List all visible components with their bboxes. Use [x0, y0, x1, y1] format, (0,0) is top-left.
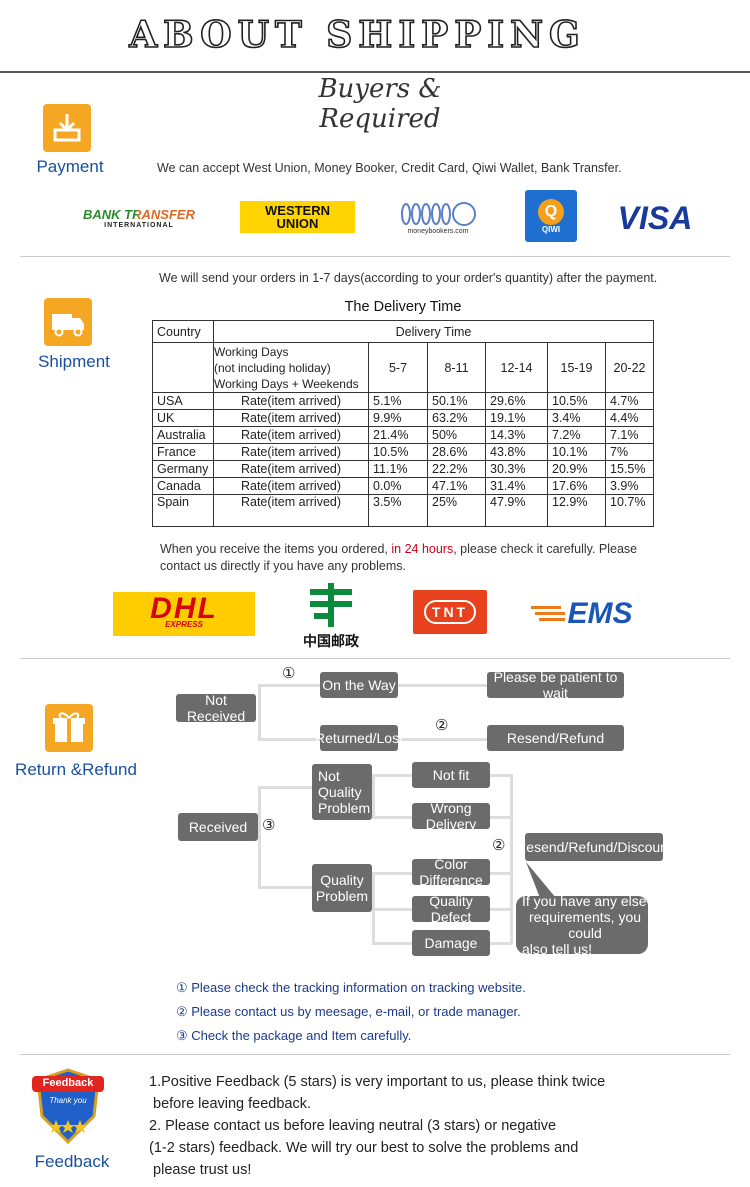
china-post-logo: 中国邮政 — [290, 580, 372, 654]
flow-line — [490, 942, 512, 945]
flow-line — [372, 908, 412, 911]
payment-label: Payment — [36, 157, 104, 176]
flow-line — [372, 942, 412, 945]
be-patient-box: Please be patient to wait — [487, 669, 624, 701]
not-fit-box: Not fit — [412, 762, 490, 788]
flow-line — [372, 774, 375, 818]
flow-line — [258, 886, 312, 889]
badge-sub-text: Thank you — [49, 1096, 87, 1105]
moneybookers-logo: moneybookers.com — [394, 195, 482, 239]
shipment-intro: We will send your orders in 1-7 days(acc… — [159, 271, 658, 285]
flow-line — [490, 816, 512, 819]
qiwi-logo: Q QIWI — [525, 190, 577, 242]
flow-line — [258, 684, 320, 687]
flow-line — [490, 908, 512, 911]
flow-line — [258, 786, 312, 789]
receive-note: When you receive the items you ordered, … — [160, 542, 638, 573]
section-divider — [20, 1054, 730, 1055]
step-number: ② — [492, 837, 506, 854]
download-icon — [43, 104, 91, 152]
returned-lost-box: Returned/Lost — [315, 725, 403, 751]
flow-line — [490, 872, 512, 875]
visa-logo: VISA — [617, 199, 693, 236]
resend-refund-discount-box: Resend/Refund/Discount — [516, 833, 672, 861]
section-divider — [20, 256, 730, 257]
delivery-table-title: The Delivery Time — [344, 299, 462, 315]
section-divider — [20, 658, 730, 659]
on-the-way-box: On the Way — [320, 672, 398, 698]
tnt-logo: TNT — [413, 590, 487, 634]
not-received-box: Not Received — [176, 692, 256, 724]
flow-line — [258, 738, 320, 741]
step-number: ① — [282, 665, 296, 682]
flow-line — [372, 774, 412, 777]
damage-box: Damage — [412, 930, 490, 956]
resend-refund-box: Resend/Refund — [487, 725, 624, 751]
flow-line — [258, 786, 261, 888]
return-note: ③ Check the package and Item carefully. — [176, 1028, 412, 1043]
wrong-delivery-box: Wrong Delivery — [412, 800, 490, 832]
payment-text: We can accept West Union, Money Booker, … — [157, 161, 622, 175]
flow-line — [510, 774, 513, 944]
badge-top-text: Feedback — [42, 1077, 94, 1089]
truck-icon — [44, 298, 92, 346]
table-subheader-row: Working Days (not including holiday) Wor… — [152, 342, 654, 393]
speech-bubble-tail — [526, 862, 556, 898]
page-title: ABOUT SHIPPING — [128, 13, 586, 57]
feedback-text: 1.Positive Feedback (5 stars) is very im… — [149, 1074, 606, 1178]
step-number: ② — [435, 717, 449, 734]
table-header-row: Country Delivery Time — [152, 320, 654, 343]
return-refund-label: Return &Refund — [15, 760, 137, 779]
gift-icon — [45, 704, 93, 752]
quality-defect-box: Quality Defect — [412, 893, 490, 925]
return-note: ② Please contact us by meesage, e-mail, … — [176, 1004, 521, 1019]
dhl-logo: DHL EXPRESS — [113, 592, 255, 636]
flow-line — [372, 816, 412, 819]
bank-transfer-logo: BANK TRANSFER INTERNATIONAL — [83, 207, 195, 229]
shipment-label: Shipment — [38, 352, 110, 371]
color-difference-box: Color Difference — [412, 856, 490, 888]
return-note: ① Please check the tracking information … — [176, 980, 526, 995]
flow-line — [490, 774, 512, 777]
page-subtitle: Buyers & Required — [318, 74, 442, 134]
western-union-logo: WESTERN UNION — [240, 201, 355, 233]
title-divider — [0, 71, 750, 73]
flow-line — [397, 738, 487, 741]
feedback-label: Feedback — [34, 1152, 110, 1171]
flow-line — [397, 684, 487, 687]
step-number: ③ — [262, 817, 276, 834]
flow-line — [258, 684, 261, 740]
feedback-badge-icon: Feedback Thank you — [30, 1066, 106, 1146]
received-box: Received — [178, 813, 258, 841]
ems-logo: EMS — [530, 596, 634, 632]
delivery-time-table: Country Delivery Time Working Days (not … — [152, 320, 654, 527]
flow-line — [372, 872, 412, 875]
